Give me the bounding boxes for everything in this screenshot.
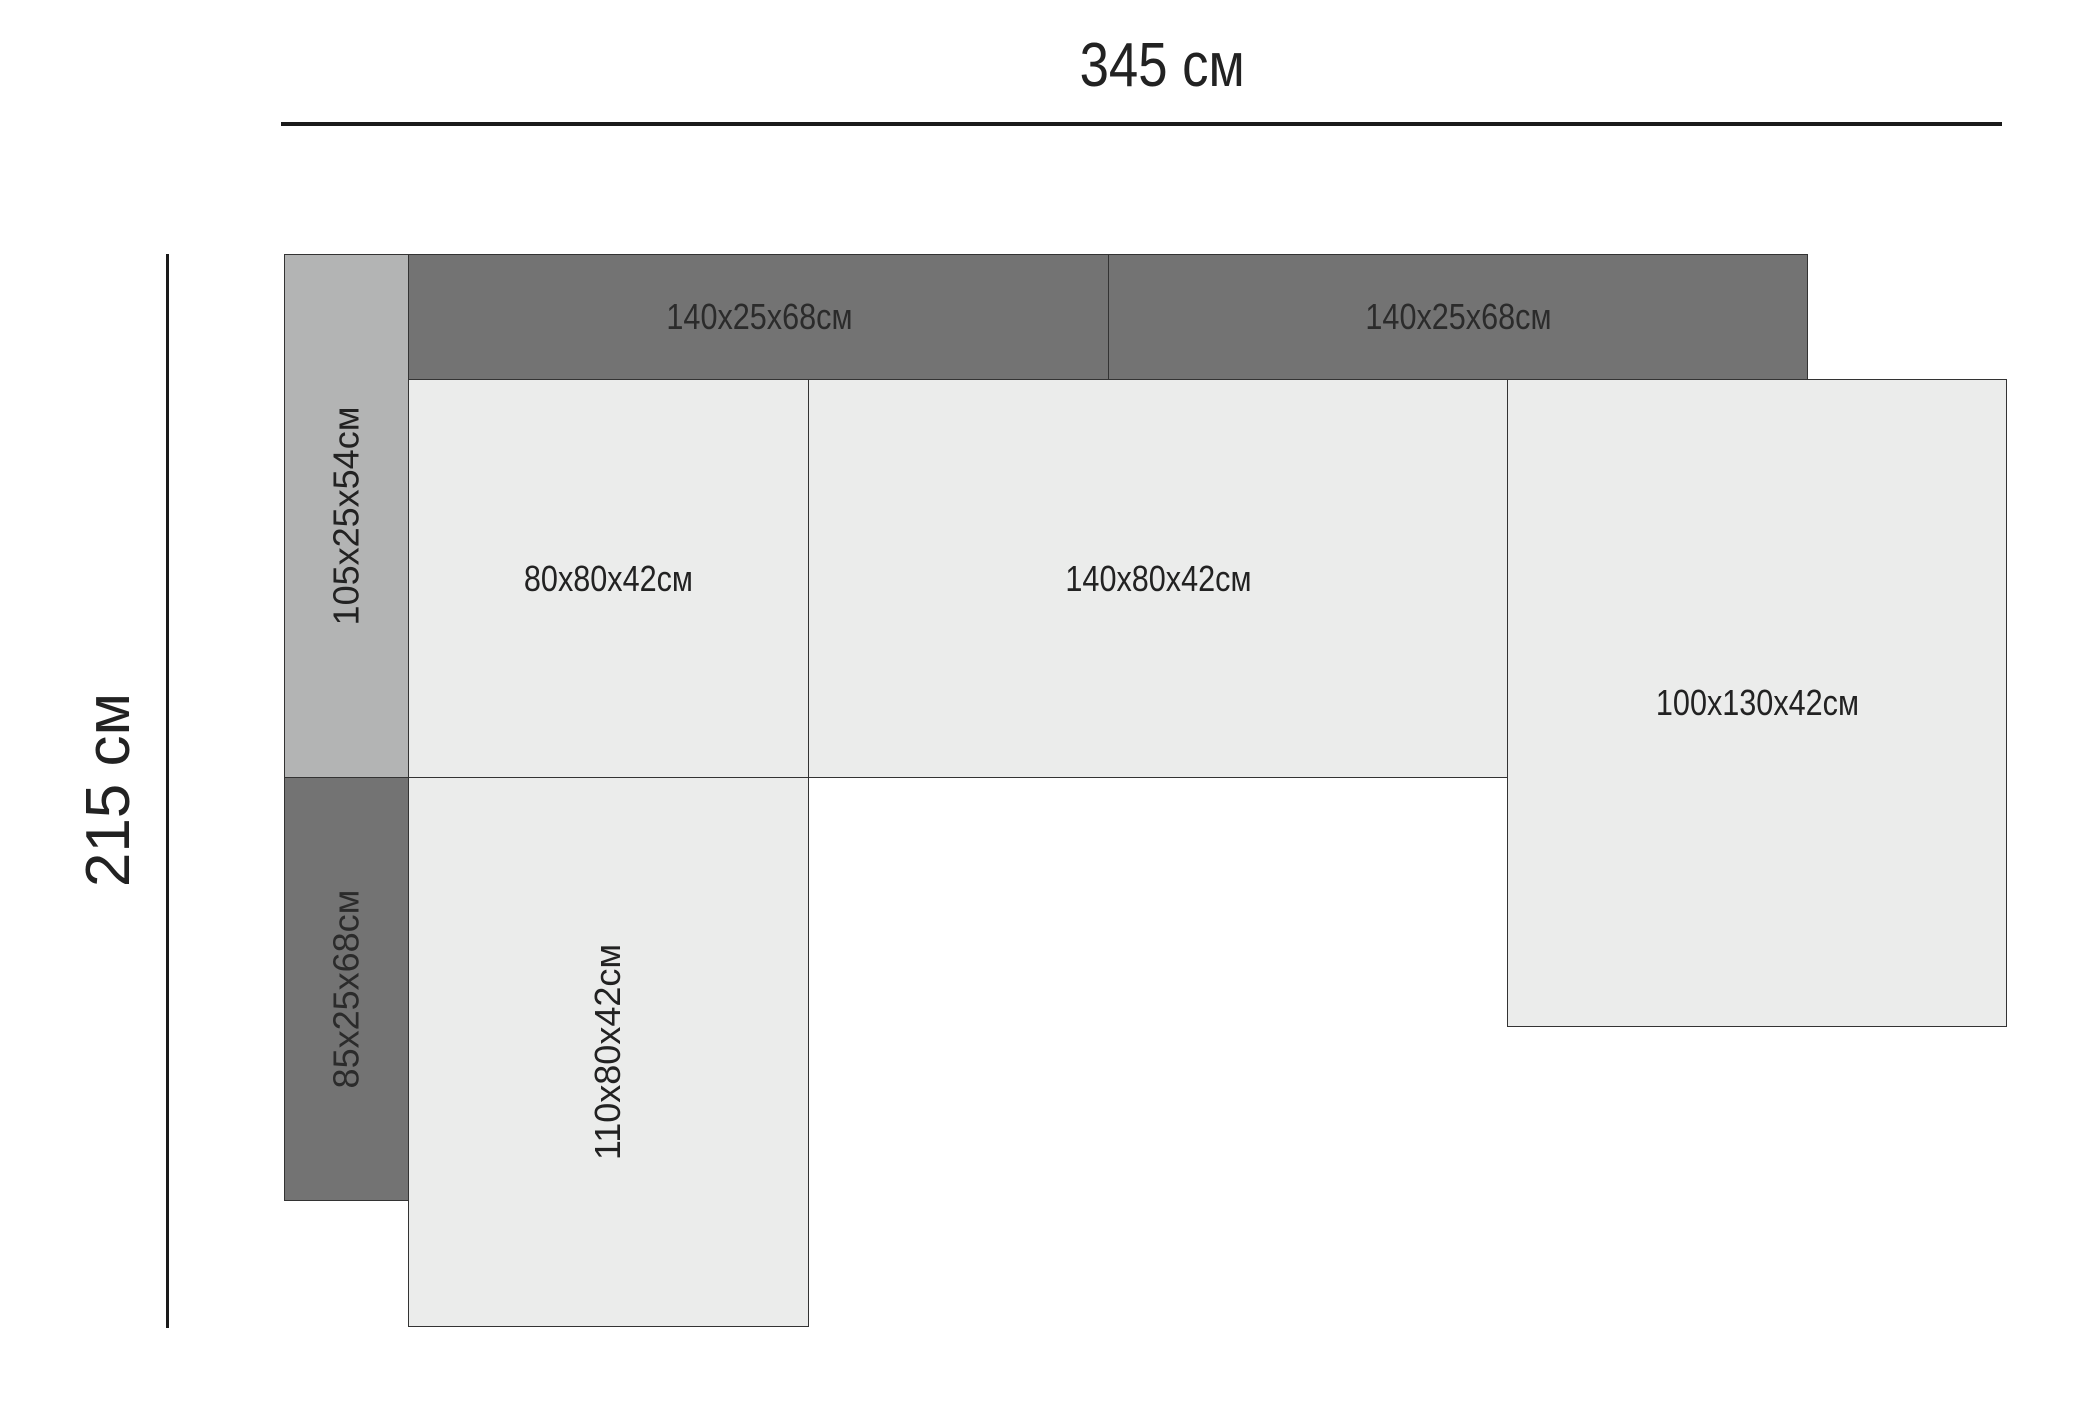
module-arm-left: 105x25x54см — [284, 254, 409, 778]
module-label: 100x130x42см — [1655, 682, 1859, 723]
width-dimension-label: 345 см — [1079, 31, 1245, 100]
module-back-left-lower: 85x25x68см — [284, 777, 409, 1201]
module-back-top-right: 140x25x68см — [1108, 254, 1808, 380]
module-label: 140x80x42см — [1064, 557, 1252, 599]
module-label: 80x80x42см — [523, 557, 694, 599]
module-back-top-left: 140x25x68см — [408, 254, 1110, 380]
module-label: 140x25x68см — [665, 296, 853, 337]
module-label: 110x80x42см — [587, 943, 629, 1161]
module-chaise-right: 100x130x42см — [1507, 379, 2007, 1027]
depth-dimension-label: 215 см — [73, 692, 143, 888]
module-label: 85x25x68см — [325, 889, 367, 1089]
module-seat-left-lower: 110x80x42см — [408, 777, 809, 1327]
depth-dimension-label-wrap: 215 см — [74, 690, 143, 890]
width-dimension-line — [281, 122, 2002, 126]
module-label: 105x25x54см — [325, 406, 367, 626]
module-seat-corner: 80x80x42см — [408, 379, 809, 778]
depth-dimension-line — [166, 254, 169, 1328]
module-label: 140x25x68см — [1364, 296, 1552, 337]
module-seat-middle: 140x80x42см — [808, 379, 1508, 778]
